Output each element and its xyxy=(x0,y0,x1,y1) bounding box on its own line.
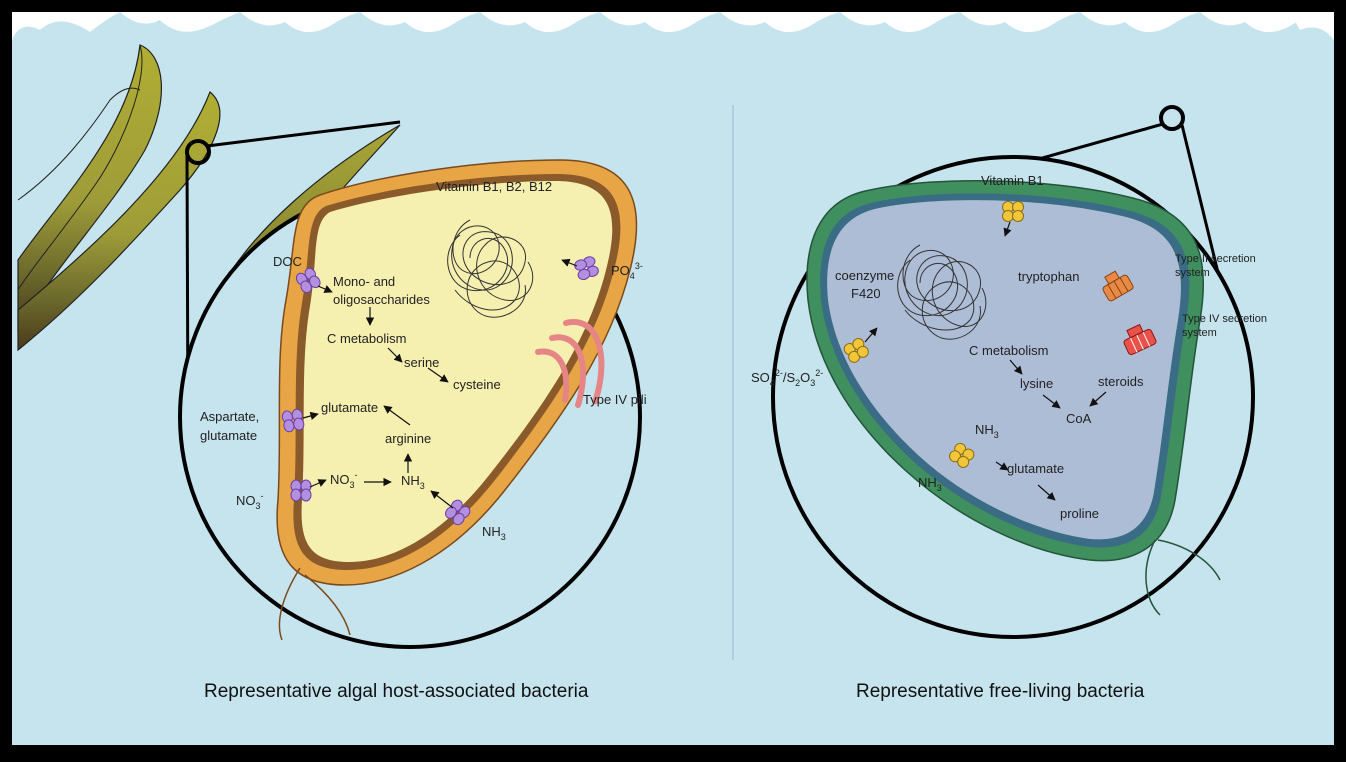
label-lysine: lysine xyxy=(1020,376,1053,391)
label-mono-2: oligosaccharides xyxy=(333,292,430,307)
label-glutamate: glutamate xyxy=(321,400,378,415)
label-coa: CoA xyxy=(1066,411,1092,426)
label-proline: proline xyxy=(1060,506,1099,521)
label-t4ss-1: Type IV secretion xyxy=(1182,313,1267,325)
label-doc: DOC xyxy=(273,254,302,269)
caption-right: Representative free-living bacteria xyxy=(856,681,1145,702)
label-t2ss-1: Type II secretion xyxy=(1175,253,1256,265)
label-t2ss-2: system xyxy=(1175,267,1210,279)
label-pili: Type IV pili xyxy=(583,392,647,407)
label-coenzyme-1: coenzyme xyxy=(835,268,894,283)
label-mono-1: Mono- and xyxy=(333,274,395,289)
label-vitamins: Vitamin B1, B2, B12 xyxy=(436,179,552,194)
label-aspartate-1: Aspartate, xyxy=(200,409,259,424)
label-tryptophan: tryptophan xyxy=(1018,269,1079,284)
label-cysteine: cysteine xyxy=(453,377,501,392)
caption-left: Representative algal host-associated bac… xyxy=(204,681,589,702)
label-glutamate-right: glutamate xyxy=(1007,461,1064,476)
label-coenzyme-2: F420 xyxy=(851,286,881,301)
label-vitamin-b1: Vitamin B1 xyxy=(981,173,1044,188)
label-steroids: steroids xyxy=(1098,374,1144,389)
label-serine: serine xyxy=(404,355,439,370)
label-c-metabolism: C metabolism xyxy=(327,331,406,346)
label-t4ss-2: system xyxy=(1182,327,1217,339)
label-arginine: arginine xyxy=(385,431,431,446)
label-aspartate-2: glutamate xyxy=(200,428,257,443)
label-c-metabolism-right: C metabolism xyxy=(969,343,1048,358)
